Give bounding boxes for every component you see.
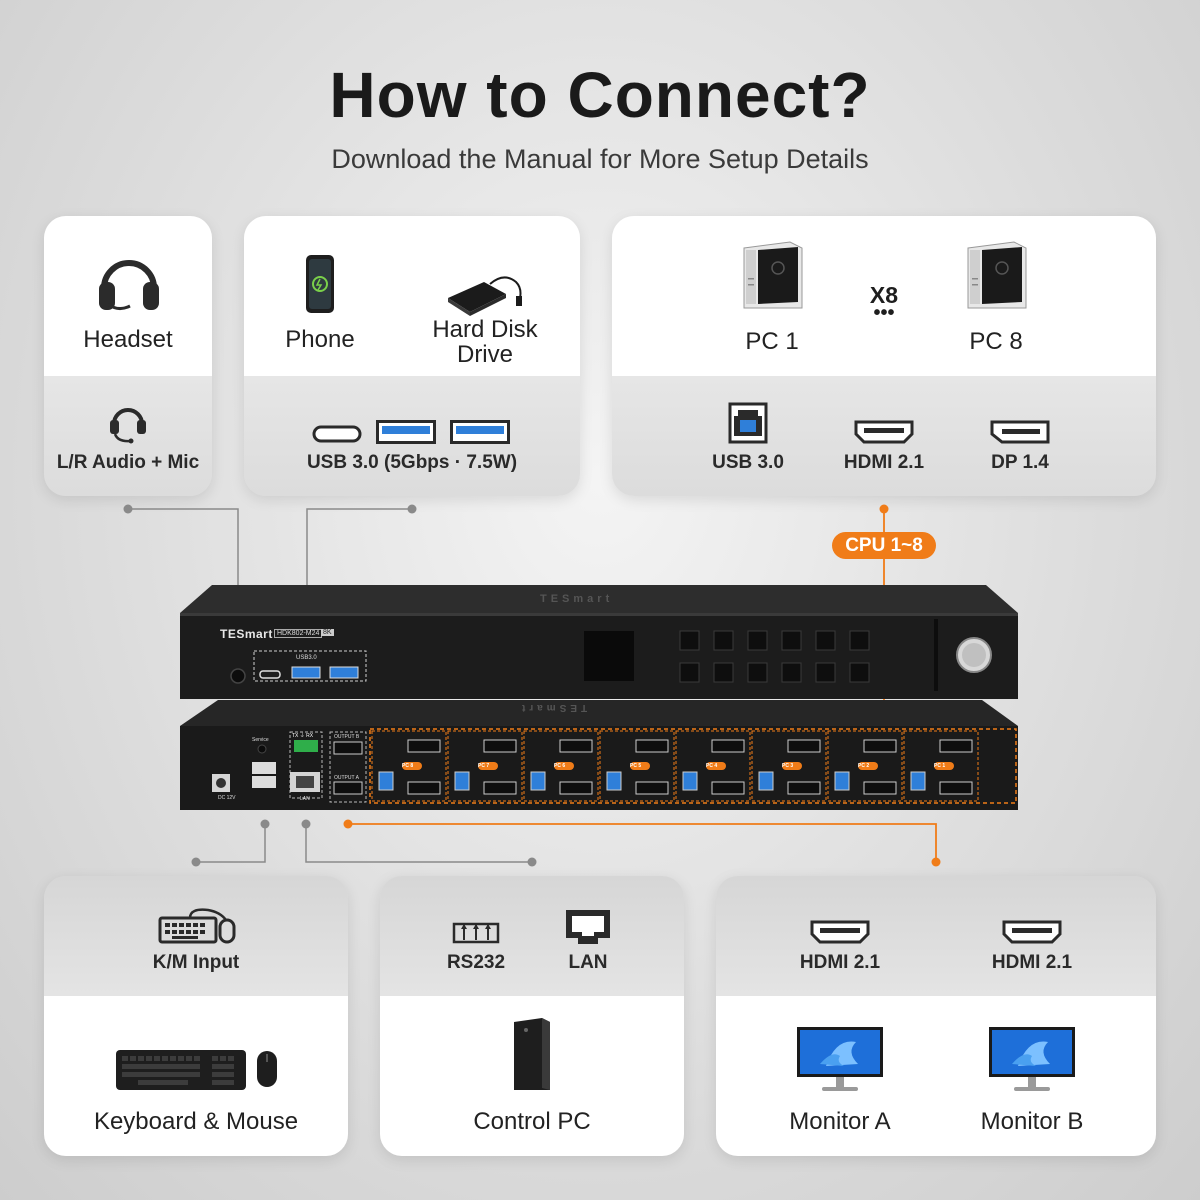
- kvm-switch-rear: [180, 700, 1018, 810]
- pc-port-label-6: PC 6: [554, 763, 566, 769]
- monitor-a-icon: [797, 1027, 883, 1091]
- lan-port-icon: [566, 910, 610, 944]
- pc-port-label-5: PC 5: [630, 763, 642, 769]
- hdmi-output-icon-b: [1002, 920, 1062, 944]
- monitor-card: HDMI 2.1 HDMI 2.1 Monitor A Monitor B: [716, 876, 1156, 1156]
- rear-brand: TESmart: [518, 702, 588, 713]
- service-label: Service: [252, 737, 269, 743]
- model-badge: 8K: [321, 629, 334, 636]
- dc-label: DC 12V: [218, 795, 236, 801]
- keyboard-icon: [116, 1050, 246, 1090]
- hdmi-port-label: HDMI 2.1: [843, 452, 925, 473]
- front-brand-top: TESmart: [540, 593, 614, 605]
- hdmi-output-label-b: HDMI 2.1: [991, 952, 1073, 973]
- cpu-badge: CPU 1~8: [832, 532, 936, 559]
- monitor-a-label: Monitor A: [789, 1108, 891, 1135]
- km-device-label: Keyboard & Mouse: [93, 1108, 299, 1135]
- keyboard-mouse-icon: [158, 908, 236, 944]
- page-title: How to Connect?: [329, 59, 871, 131]
- pc-port-label-7: PC 7: [478, 763, 490, 769]
- pc-multiplier: X8: [869, 282, 899, 308]
- usb-b-port-icon: [728, 402, 768, 444]
- brand-label: TESmart: [220, 627, 273, 641]
- rs232-rear-label: TX ⏚ RX: [292, 733, 314, 739]
- pc-card: PC 1 X8 ••• PC 8 USB 3.0 HDMI 2.1 DP 1.4: [612, 216, 1156, 496]
- hdmi-port-icon: [854, 420, 914, 444]
- pc1-label: PC 1: [745, 328, 799, 355]
- mouse-icon: [257, 1051, 277, 1087]
- dp-port-icon: [990, 420, 1050, 444]
- pc-port-label-1: PC 1: [934, 763, 946, 769]
- pc-port-label-4: PC 4: [706, 763, 718, 769]
- usb-card: Phone Hard Disk Drive USB 3.0 (5Gbps · 7…: [244, 216, 580, 496]
- control-pc-label: Control PC: [473, 1108, 591, 1135]
- usb-port-label: USB 3.0 (5Gbps · 7.5W): [306, 452, 518, 473]
- control-card: RS232 LAN Control PC: [380, 876, 684, 1156]
- lan-port-label: LAN: [568, 952, 608, 973]
- output-a-label: OUTPUT A: [334, 775, 359, 781]
- pc-port-label-2: PC 2: [858, 763, 870, 769]
- usb30-port-label: USB 3.0: [712, 452, 784, 473]
- monitor-b-label: Monitor B: [980, 1108, 1084, 1135]
- dp-port-label: DP 1.4: [991, 452, 1049, 473]
- km-port-label: K/M Input: [152, 952, 240, 973]
- usb-c-port-icon: [312, 425, 362, 443]
- phone-icon: [306, 255, 334, 313]
- km-card: K/M Input Keyboard & Mouse: [44, 876, 348, 1156]
- hard-disk-label-1: Hard Disk: [432, 316, 538, 343]
- usb-a-port-icon-1: [376, 420, 436, 444]
- hdmi-output-icon-a: [810, 920, 870, 944]
- mic-headset-icon: [110, 408, 146, 444]
- model-label: HDK802-M24: [274, 629, 323, 638]
- hard-disk-label-2: Drive: [456, 341, 513, 368]
- rs232-port-label: RS232: [446, 952, 506, 973]
- rs232-port-icon: [452, 922, 500, 944]
- hdmi-output-label-a: HDMI 2.1: [799, 952, 881, 973]
- headset-icon: [99, 260, 159, 311]
- pc-port-label-3: PC 3: [782, 763, 794, 769]
- pc8-label: PC 8: [969, 328, 1023, 355]
- usb-a-port-icon-2: [450, 420, 510, 444]
- pc-ellipsis: •••: [873, 302, 895, 324]
- pc-tower-icon-8: [967, 241, 1027, 309]
- hard-disk-icon: [448, 276, 522, 316]
- audio-port-label: L/R Audio + Mic: [56, 452, 200, 473]
- control-pc-icon: [514, 1018, 550, 1090]
- pc-port-label-8: PC 8: [402, 763, 414, 769]
- audio-card: Headset L/R Audio + Mic: [44, 216, 212, 496]
- headset-label: Headset: [83, 326, 173, 353]
- phone-label: Phone: [285, 326, 355, 353]
- pc-tower-icon-1: [743, 241, 803, 309]
- front-usb-label: USB3.0: [296, 655, 317, 661]
- kvm-switch-front: [180, 585, 1018, 699]
- page-subtitle: Download the Manual for More Setup Detai…: [331, 144, 869, 174]
- monitor-b-icon: [989, 1027, 1075, 1091]
- lan-rear-label: LAN: [300, 796, 310, 802]
- output-b-label: OUTPUT B: [334, 734, 360, 740]
